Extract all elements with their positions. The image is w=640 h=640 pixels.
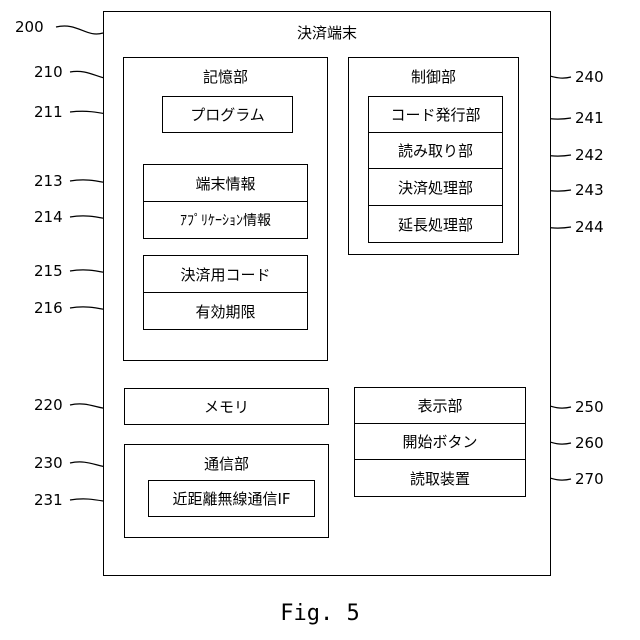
leader-200	[56, 26, 103, 34]
ref-231: 231	[34, 491, 63, 509]
ref-215: 215	[34, 262, 63, 280]
nfc-interface-box: 近距離無線通信IF	[148, 480, 315, 517]
ref-250: 250	[575, 398, 604, 416]
ref-270: 270	[575, 470, 604, 488]
payment-terminal-title: 決済端末	[103, 22, 551, 43]
communication-unit-title: 通信部	[124, 453, 329, 474]
ref-210: 210	[34, 63, 63, 81]
ref-213: 213	[34, 172, 63, 190]
terminal-info-box: 端末情報	[143, 164, 308, 202]
ref-230: 230	[34, 454, 63, 472]
ref-200: 200	[15, 18, 44, 36]
ref-240: 240	[575, 68, 604, 86]
expiry-box: 有効期限	[143, 292, 308, 330]
ref-214: 214	[34, 208, 63, 226]
extension-processing-box: 延長処理部	[368, 205, 503, 243]
ref-220: 220	[34, 396, 63, 414]
ref-243: 243	[575, 181, 604, 199]
payment-processing-box: 決済処理部	[368, 168, 503, 206]
ref-260: 260	[575, 434, 604, 452]
payment-code-box: 決済用コード	[143, 255, 308, 293]
start-button-box: 開始ボタン	[354, 423, 526, 460]
ref-241: 241	[575, 109, 604, 127]
figure-caption: Fig. 5	[0, 601, 640, 626]
application-info-box: ｱﾌﾟﾘｹｰｼｮﾝ情報	[143, 201, 308, 239]
ref-244: 244	[575, 218, 604, 236]
code-issuer-box: コード発行部	[368, 96, 503, 133]
memory-box: メモリ	[124, 388, 329, 425]
reading-device-box: 読取装置	[354, 459, 526, 497]
ref-216: 216	[34, 299, 63, 317]
ref-242: 242	[575, 146, 604, 164]
ref-211: 211	[34, 103, 63, 121]
control-unit-title: 制御部	[348, 66, 519, 87]
storage-unit-title: 記憶部	[123, 66, 328, 87]
reader-box: 読み取り部	[368, 132, 503, 169]
display-box: 表示部	[354, 387, 526, 424]
program-box: プログラム	[162, 96, 293, 133]
